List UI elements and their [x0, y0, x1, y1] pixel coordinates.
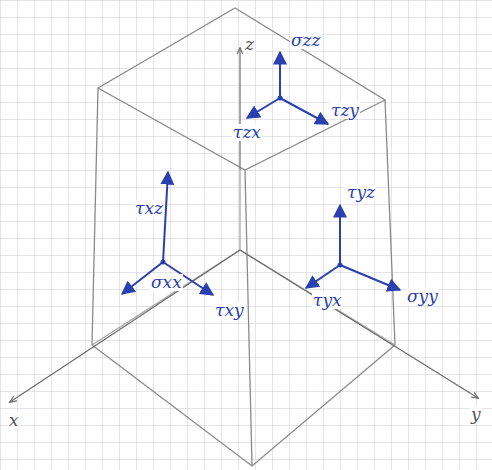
origin-dots [161, 96, 343, 268]
stress-arrows [122, 52, 400, 295]
coordinate-axes [10, 48, 478, 402]
stress-label: σyy [406, 288, 439, 305]
axis-label: y [470, 406, 482, 423]
stress-label: τxy [214, 302, 245, 319]
cube-edges [92, 8, 395, 466]
stress-label: τzy [330, 102, 360, 119]
stress-label: τyz [346, 184, 376, 201]
stress-label: σxx [150, 274, 183, 291]
stress-label: τzx [232, 124, 262, 141]
axis-label: z [244, 36, 255, 53]
axis-label: x [8, 412, 20, 429]
stress-label: τyx [312, 292, 343, 309]
stress-label: σzz [290, 32, 322, 49]
stress-label: τxz [134, 200, 164, 217]
